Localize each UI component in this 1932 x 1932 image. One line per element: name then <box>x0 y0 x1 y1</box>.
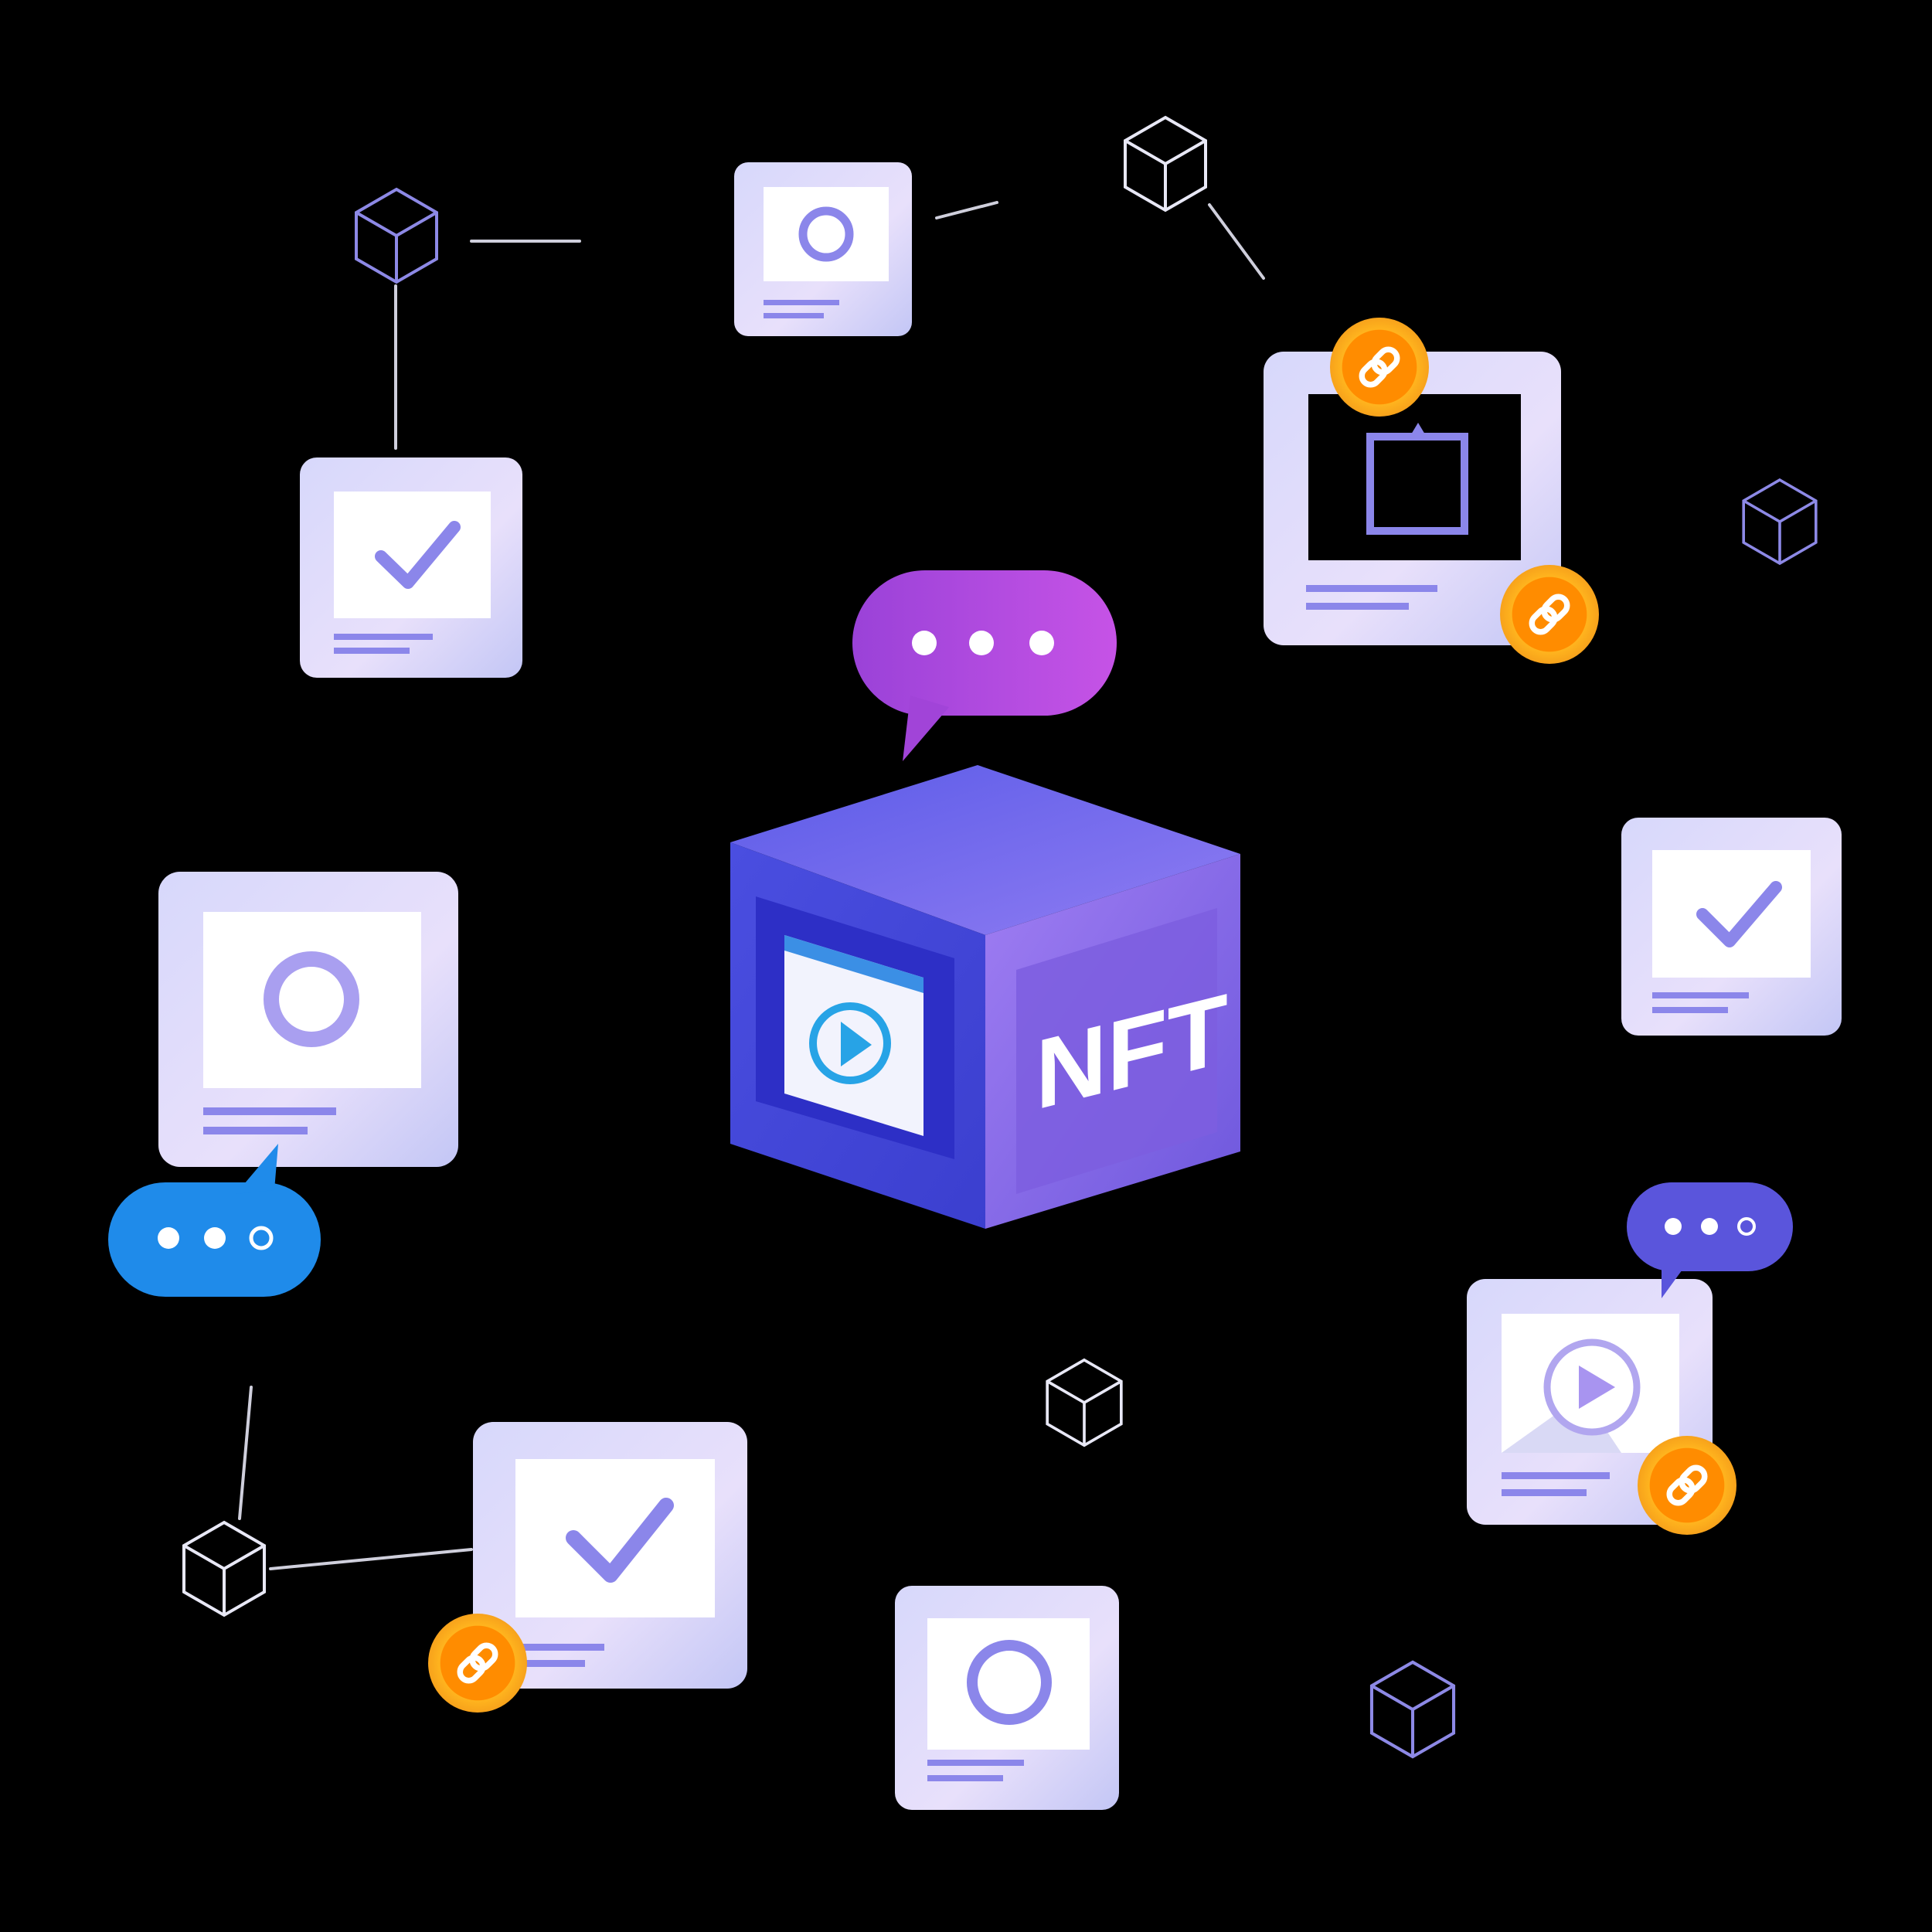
chat-dots-icon <box>1627 1182 1793 1298</box>
wireframe-cube-icon <box>1124 116 1207 212</box>
nft-card-circle <box>158 872 458 1167</box>
nft-card-circle <box>895 1586 1119 1810</box>
nft-card-check <box>300 457 522 678</box>
nft-card-check <box>473 1422 747 1689</box>
nft-card-circle <box>734 162 912 336</box>
nft-card-check <box>1621 818 1842 1036</box>
chat-dots-icon <box>852 570 1117 761</box>
wireframe-cube-icon <box>1046 1358 1123 1447</box>
nft-card-play <box>1467 1279 1713 1525</box>
wireframe-cube-icon <box>182 1521 266 1617</box>
chat-dots-icon <box>108 1144 321 1297</box>
check-icon <box>566 1498 674 1583</box>
connector-lines <box>238 201 1265 1570</box>
nft-card-square <box>1264 352 1561 645</box>
wireframe-cube-icon <box>355 188 438 284</box>
nft-cube: NFT <box>730 765 1240 1229</box>
chain-link-icon <box>428 1614 527 1713</box>
check-icon <box>1696 881 1782 947</box>
check-icon <box>375 521 461 589</box>
chain-link-icon <box>1638 1436 1736 1535</box>
circle-icon <box>264 951 359 1047</box>
circle-icon <box>798 206 854 262</box>
play-icon <box>809 1002 891 1084</box>
circle-icon <box>967 1640 1052 1725</box>
wireframe-cube-icon <box>1742 478 1818 565</box>
wireframe-cube-icon <box>1372 1662 1454 1757</box>
chain-link-icon <box>1500 565 1599 664</box>
chain-link-icon <box>1330 318 1429 417</box>
